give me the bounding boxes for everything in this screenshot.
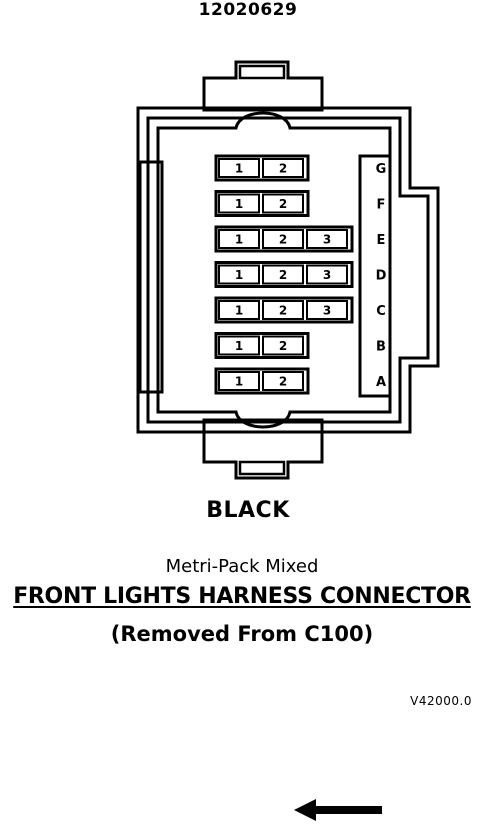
connector-title: FRONT LIGHTS HARNESS CONNECTOR [13,584,471,609]
connector-housing-middle [146,116,430,424]
cavity-number: 3 [323,268,331,282]
cavity-row-frame [214,367,310,395]
cavity-row-frame [214,154,310,182]
cavity-number: 1 [235,304,243,318]
cavity-f1 [218,193,260,214]
cavity-number: 2 [279,375,287,389]
cavity-number: 1 [235,233,243,247]
cavity-c3 [306,300,348,320]
row-letter-c: C [376,304,386,319]
cavity-number: 2 [279,304,287,318]
cavity-row-g: 1 2 G [214,154,387,182]
cavity-row-a: 1 2 A [214,367,386,395]
cavity-number: 3 [323,304,331,318]
row-letter-g: G [376,162,387,177]
left-arrow-icon [294,799,382,821]
cavity-row-e: 1 2 3 E [214,225,386,253]
cavity-row-frame [214,332,310,359]
cavity-number: 1 [235,268,243,282]
cavity-e1 [218,229,260,249]
cavity-number: 3 [323,233,331,247]
connector-housing-inner [156,111,392,429]
letter-strip [358,154,392,398]
cavity-a2 [262,371,304,391]
connector-note: (Removed From C100) [110,622,374,646]
cavity-c1 [218,300,260,320]
cavity-number: 1 [235,162,243,176]
row-letter-f: F [377,198,386,213]
cavity-g2 [262,158,304,178]
bottom-latch [202,418,324,480]
cavity-number: 1 [235,375,243,389]
cavity-row-c: 1 2 3 C [214,296,386,324]
cavity-row-d: 1 2 3 D [214,261,387,288]
cavity-row-frame [214,225,354,253]
cavity-row-b: 1 2 B [214,332,386,359]
row-letter-a: A [376,375,386,390]
cavity-b2 [262,335,304,356]
cavity-c2 [262,300,304,320]
cavity-number: 1 [235,339,243,353]
connector-subtitle: Metri-Pack Mixed [165,556,319,577]
cavity-number: 2 [279,268,287,282]
left-rail [138,160,164,394]
cavity-number: 1 [235,197,243,211]
cavity-number: 2 [279,197,287,211]
reference-code: V42000.0 [410,694,472,708]
cavity-row-frame [214,261,354,288]
cavity-g1 [218,158,260,178]
row-letter-d: D [376,269,387,284]
cavity-d1 [218,264,260,285]
connector-housing-outer [136,106,440,434]
cavity-d3 [306,264,348,285]
cavity-e3 [306,229,348,249]
connector-color-label: BLACK [206,498,290,523]
cavity-row-f: 1 2 F [214,190,386,217]
cavity-e2 [262,229,304,249]
cavity-row-frame [214,296,354,324]
cavity-row-frame [214,190,310,217]
cavity-a1 [218,371,260,391]
cavity-number: 2 [279,339,287,353]
cavity-b1 [218,335,260,356]
cavity-d2 [262,264,304,285]
cavity-number: 2 [279,233,287,247]
top-latch [202,60,324,112]
part-number: 12020629 [198,0,298,20]
row-letter-b: B [376,340,386,355]
row-letter-e: E [377,233,386,248]
cavity-number: 2 [279,162,287,176]
cavity-f2 [262,193,304,214]
